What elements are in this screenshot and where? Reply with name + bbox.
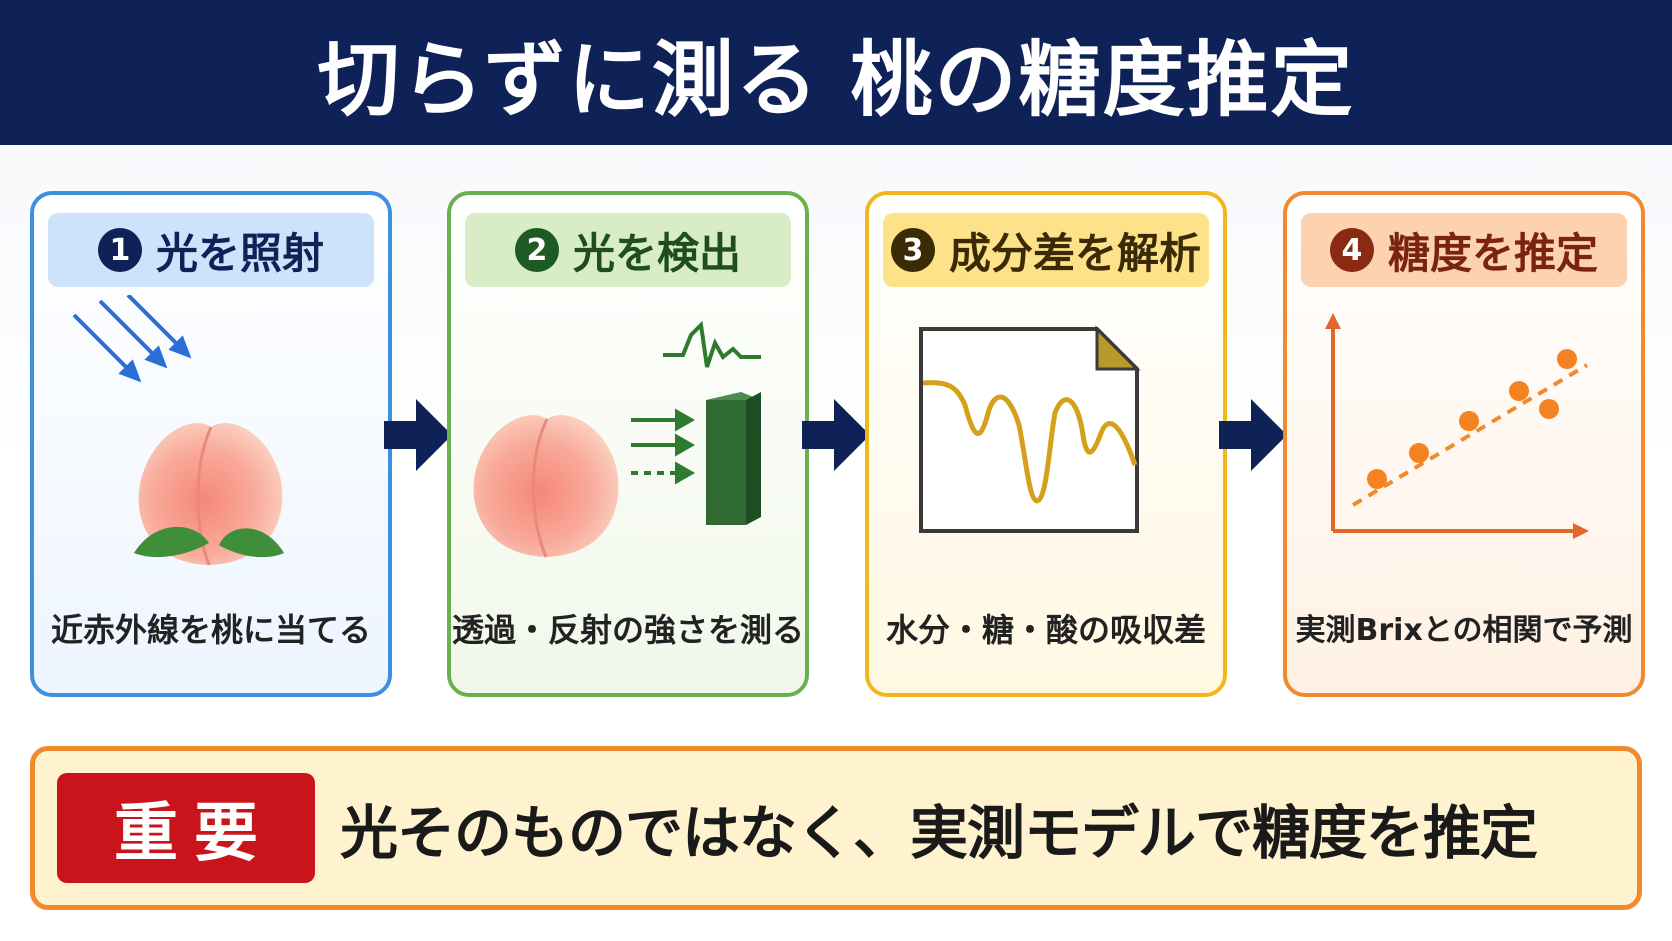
spectrum-document-icon <box>919 325 1141 533</box>
step-caption: 透過・反射の強さを測る <box>451 611 804 649</box>
step-card-1: 1 光を照射 近赤外線を桃に当てる <box>30 191 392 697</box>
step-card-3: 3 成分差を解析 水分・糖・酸の吸収差 <box>865 191 1227 697</box>
flow-arrow-icon <box>802 399 870 471</box>
detector-icon <box>706 392 761 525</box>
step-header-1: 1 光を照射 <box>48 213 374 287</box>
peach-icon <box>134 422 284 566</box>
step-caption: 水分・糖・酸の吸収差 <box>885 611 1206 649</box>
light-rays-icon <box>72 295 192 383</box>
summary-text: 光そのものではなく、実測モデルで糖度を推定 <box>340 799 1538 867</box>
step-label: 光を検出 <box>572 228 741 278</box>
badge-label: 重要 <box>114 797 274 871</box>
step1-illustration <box>72 295 284 566</box>
signal-wave-icon <box>663 320 761 368</box>
peach-icon <box>473 415 619 558</box>
step-card-2: 2 光を検出 透過・反射の強さを測る <box>447 191 809 697</box>
step-label: 成分差を解析 <box>948 228 1201 278</box>
step-number-badge: 2 <box>514 228 559 272</box>
step-caption: 実測Brixとの相関で予測 <box>1295 613 1633 648</box>
page-title: 切らずに測る 桃の糖度推定 <box>317 33 1355 128</box>
flow-arrow-icon <box>384 399 452 471</box>
step-number-badge: 1 <box>97 228 142 272</box>
flow-arrow-icon <box>1219 399 1287 471</box>
step-header-4: 4 糖度を推定 <box>1301 213 1627 287</box>
step2-illustration <box>473 320 761 558</box>
step-number-badge: 4 <box>1329 228 1374 272</box>
step-header-3: 3 成分差を解析 <box>883 213 1209 287</box>
header-bar: 切らずに測る 桃の糖度推定 <box>0 0 1672 145</box>
summary-box: 重要 光そのものではなく、実測モデルで糖度を推定 <box>30 746 1642 910</box>
step-label: 糖度を推定 <box>1387 228 1598 278</box>
step3-illustration <box>919 325 1141 533</box>
step4-illustration <box>1325 313 1589 539</box>
step-number-badge: 3 <box>890 228 935 272</box>
step-caption: 近赤外線を桃に当てる <box>50 611 371 649</box>
correlation-plot-icon <box>1325 313 1589 539</box>
step-card-4: 4 糖度を推定 実測Brixとの相関で予測 <box>1283 191 1645 697</box>
step-label: 光を照射 <box>155 228 324 278</box>
light-arrows-icon <box>631 408 696 485</box>
step-header-2: 2 光を検出 <box>465 213 791 287</box>
important-badge: 重要 <box>57 773 315 883</box>
